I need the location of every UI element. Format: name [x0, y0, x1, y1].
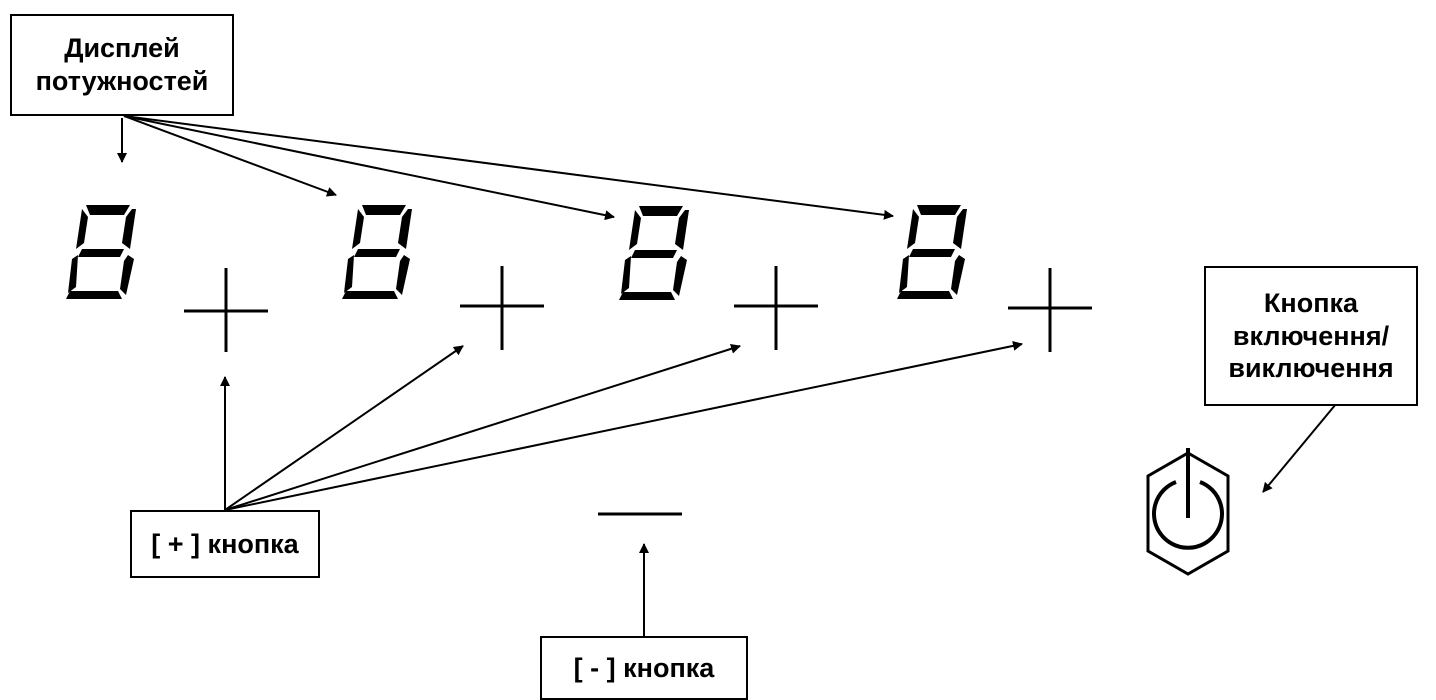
segment-c: [673, 256, 687, 296]
power-arrow: [1262, 403, 1337, 493]
minus-button-label: [ - ] кнопка: [540, 636, 748, 700]
minus-label-text: [ - ] кнопка: [573, 652, 715, 683]
segment-b: [675, 210, 689, 250]
segment-e: [899, 255, 909, 293]
display-arrows: [117, 115, 894, 221]
segment-d: [897, 291, 953, 299]
segment-g: [78, 249, 124, 257]
display-label: Дисплей потужностей: [10, 14, 234, 116]
segment-b: [398, 209, 412, 249]
plus-arrows: [220, 340, 1023, 511]
seven-segment-digit: [66, 205, 136, 299]
segment-e: [68, 255, 78, 293]
segment-b: [122, 209, 136, 249]
power-displays: [66, 205, 967, 300]
segment-b: [953, 209, 967, 249]
segment-c: [951, 255, 965, 295]
plus-button-label: [ + ] кнопка: [130, 510, 320, 578]
segment-d: [619, 292, 675, 300]
segment-c: [396, 255, 410, 295]
seven-segment-digit: [897, 205, 967, 299]
segment-a: [362, 205, 406, 215]
plus-icon[interactable]: [460, 266, 544, 350]
seven-segment-digit: [619, 206, 689, 300]
plus-icon[interactable]: [184, 268, 268, 352]
segment-d: [342, 291, 398, 299]
power-label-line3: виключення: [1228, 353, 1394, 384]
segment-g: [631, 250, 677, 258]
plus-label-text: [ + ] кнопка: [151, 528, 299, 559]
segment-g: [354, 249, 400, 257]
segment-f: [907, 209, 919, 249]
segment-a: [917, 205, 961, 215]
display-label-line2: потужностей: [35, 66, 209, 96]
power-label-line2: включення/: [1232, 320, 1390, 351]
segment-f: [352, 209, 364, 249]
segment-e: [344, 255, 354, 293]
segment-d: [66, 291, 122, 299]
segment-g: [909, 249, 955, 257]
power-hexagon-icon[interactable]: [1146, 448, 1230, 576]
segment-c: [120, 255, 134, 295]
segment-a: [639, 206, 683, 216]
seven-segment-digit: [342, 205, 412, 299]
power-label-line1: Кнопка: [1263, 287, 1359, 318]
plus-icon[interactable]: [734, 266, 818, 350]
power-button-label: Кнопка включення/ виключення: [1204, 266, 1418, 406]
segment-f: [629, 210, 641, 250]
display-label-line1: Дисплей: [64, 33, 180, 64]
segment-e: [621, 256, 631, 294]
segment-a: [86, 205, 130, 215]
plus-icon[interactable]: [1008, 268, 1092, 352]
segment-f: [76, 209, 88, 249]
